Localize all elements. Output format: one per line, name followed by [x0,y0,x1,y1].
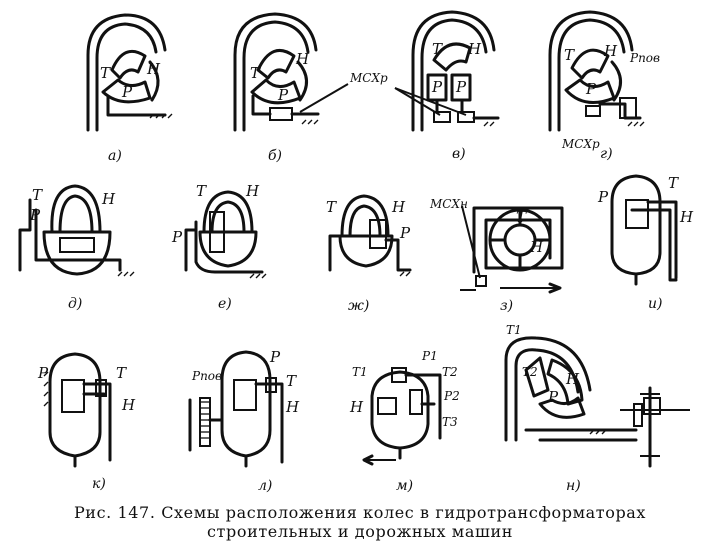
caption-line-2: строительных и дорожных машин [207,522,513,541]
panel-n-label-h: Н [565,370,580,388]
panel-zh-letter: ж) [348,298,369,314]
panel-i-label-p: Р [597,188,609,206]
panel-g: Рпов МСХр Т Н Р г) [548,10,660,162]
panel-b-label-t: Т [250,64,261,82]
panel-l-label-h: Н [285,398,300,416]
panel-k-label-h: Н [121,396,136,414]
panel-k-label-p: Р [37,364,49,382]
panel-l-label-p: Р [269,348,281,366]
panel-n: Т1 Т2 Н Р н) [504,323,690,494]
panel-m-label-p1: Р1 [421,349,438,363]
panel-a-letter: а) [108,148,122,164]
panel-m-label-h: Н [349,398,364,416]
panel-zh-label-h: Н [391,198,406,216]
panel-a-label-p: Р [121,83,133,101]
panel-e-label-h: Н [245,182,260,200]
panel-n-label-t1: Т1 [506,323,522,337]
panel-e-label-t: Т [196,182,207,200]
panel-g-label-p: Р [585,80,597,98]
panel-g-label-t: Т [564,46,575,64]
panel-b-label-h: Н [295,50,310,68]
panel-m: Т1 Р1 Т2 Р2 Т3 Н м) [349,349,460,494]
panel-b-label-mcx: МСХр [349,71,388,85]
panel-z-letter: з) [500,298,513,314]
panel-n-label-t2: Т2 [522,365,538,379]
panel-b-letter: б) [268,148,282,164]
panel-zh-label-t: Т [326,198,337,216]
panel-k-letter: к) [92,476,106,492]
panel-g-letter: г) [600,146,613,162]
panel-e: Т Н Р е) [171,182,267,312]
panel-e-letter: е) [218,296,232,312]
panel-l-label-ppov: Рпов [191,369,222,383]
panel-z: МСХн Т Н з) [429,197,564,314]
panel-z-label-h: Н [529,238,544,256]
panel-l-label-t: Т [286,372,297,390]
panel-d-label-p: Р [29,206,41,224]
panel-b: МСХр Т Н Р б) [233,12,388,164]
panel-i-label-h: Н [679,208,694,226]
panel-g-label-ppov: Рпов [629,51,660,65]
panel-v-label-t: Т [432,40,443,58]
panel-m-label-t3: Т3 [442,415,458,429]
panel-zh-label-p: Р [399,224,411,242]
panel-m-label-t1: Т1 [352,365,368,379]
panel-k: Р Т Н к) [37,352,136,492]
panel-d-label-t: Т [32,186,43,204]
panel-n-letter: н) [566,478,581,494]
panel-n-label-p: Р [547,388,559,406]
panel-v-label-h: Н [467,40,482,58]
panel-i: Р Т Н и) [597,174,694,312]
panel-a-label-h: Н [146,60,161,78]
panel-i-letter: и) [648,296,662,312]
panel-v-label-p2: Р [455,78,467,96]
panel-a: Т Н Р а) [86,13,173,164]
panel-m-label-t2: Т2 [442,365,458,379]
panel-g-label-mcx: МСХр [561,137,600,151]
panel-z-label-mcx: МСХн [429,197,468,211]
panel-d: Т Н Р д) [18,184,135,312]
panel-m-label-p2: Р2 [443,389,460,403]
caption-line-1: Рис. 147. Схемы расположения колес в гид… [73,503,647,522]
panel-d-label-h: Н [101,190,116,208]
panel-a-label-t: Т [100,64,111,82]
panel-k-label-t: Т [116,364,127,382]
panel-v: Т Н Р Р в) [394,10,500,162]
figure-caption: Рис. 147. Схемы расположения колес в гид… [0,503,720,541]
panel-g-label-h: Н [603,42,618,60]
panel-e-label-p: Р [171,228,183,246]
panel-b-label-p: Р [277,86,289,104]
panel-l: Рпов Р Т Н л) [188,348,300,494]
panel-i-label-t: Т [668,174,679,192]
panel-l-letter: л) [258,478,272,494]
panel-d-letter: д) [68,296,82,312]
panel-v-label-p1: Р [431,78,443,96]
panel-v-letter: в) [452,146,466,162]
panel-z-label-t: Т [516,208,527,226]
panel-m-letter: м) [396,478,413,494]
panel-zh: Т Н Р ж) [326,194,412,314]
